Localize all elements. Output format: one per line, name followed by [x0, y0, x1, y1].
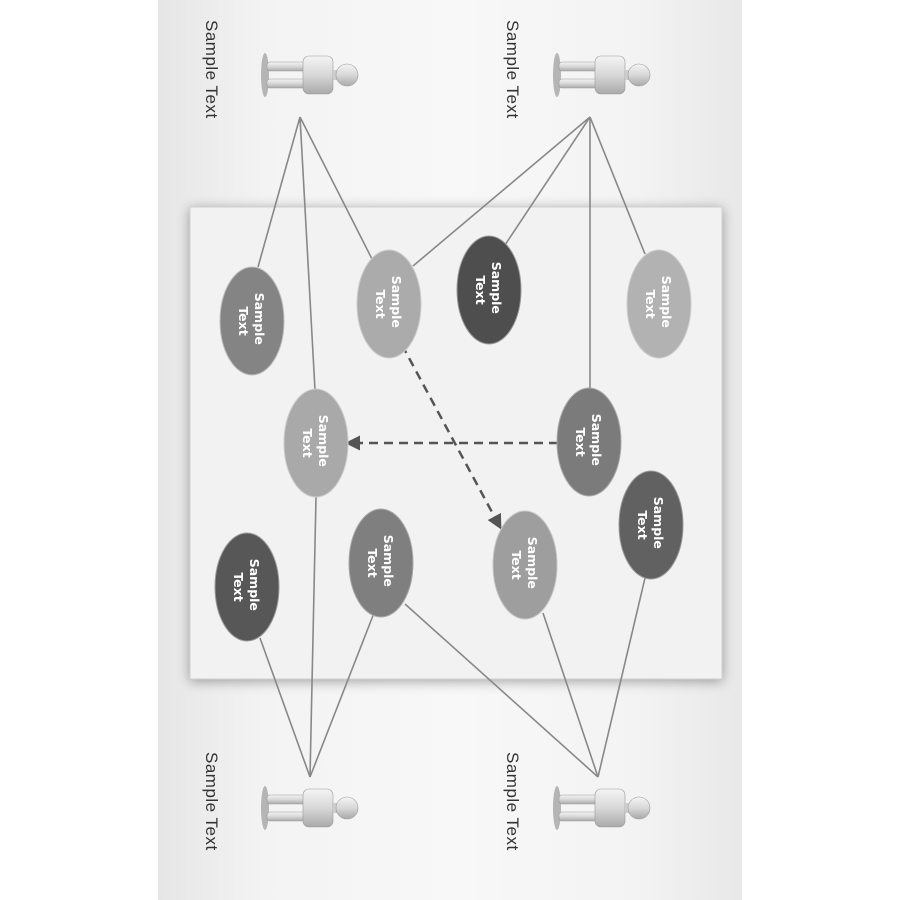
connector-line [309, 612, 375, 778]
oval-node: Sample Text [556, 387, 622, 497]
person-icon [553, 53, 651, 97]
oval-label: Text [573, 427, 588, 456]
oval-node: Sample Text [219, 266, 285, 376]
svg-text:Sample Text: Sample Text [373, 276, 404, 333]
svg-text:Sample Text: Sample Text [573, 414, 604, 471]
connector-line [597, 577, 646, 778]
person-label-bottom-left: Sample Text [202, 752, 221, 851]
oval-label: Sample [389, 276, 404, 328]
oval-label: Sample [489, 262, 504, 314]
svg-text:Sample Text: Sample Text [231, 559, 262, 616]
dashed-arrow [400, 344, 502, 530]
person-labels: Sample Text Sample Text Sample Text Samp… [202, 20, 522, 851]
svg-text:Sample Text: Sample Text [300, 415, 331, 472]
oval-label: Sample [659, 276, 674, 328]
person-label-top-left: Sample Text [202, 20, 221, 119]
svg-text:Sample Text: Sample Text [365, 535, 396, 592]
connector-line [412, 116, 591, 267]
person-icons [261, 53, 651, 830]
oval-label: Text [365, 548, 380, 577]
connector-line [309, 496, 317, 778]
oval-label: Sample [651, 497, 666, 549]
oval-node: Sample Text [356, 249, 422, 359]
connector-line [542, 612, 599, 778]
svg-text:Sample Text: Sample Text [236, 293, 267, 350]
connector-lines [257, 116, 646, 778]
oval-label: Text [509, 550, 524, 579]
oval-label: Text [373, 289, 388, 318]
svg-text:Sample Text: Sample Text [509, 537, 540, 594]
oval-node: Sample Text [618, 470, 684, 580]
connector-line [504, 116, 591, 246]
oval-node: Sample Text [626, 249, 692, 359]
connector-line [299, 116, 316, 391]
person-icon [261, 53, 359, 97]
connector-line [589, 116, 646, 255]
oval-node: Sample Text [214, 532, 280, 642]
svg-text:Sample Text: Sample Text [635, 497, 666, 554]
oval-label: Text [635, 510, 650, 539]
svg-text:Sample Text: Sample Text [473, 262, 504, 319]
oval-label: Sample [525, 537, 540, 589]
svg-text:Sample Text: Sample Text [643, 276, 674, 333]
oval-label: Text [643, 289, 658, 318]
oval-node: Sample Text [492, 510, 558, 620]
connector-line [299, 116, 373, 260]
oval-nodes: Sample Text Sample Text Sample Text [214, 235, 692, 642]
oval-label: Sample [252, 293, 267, 345]
oval-label: Sample [316, 415, 331, 467]
oval-label: Sample [247, 559, 262, 611]
oval-label: Sample [589, 414, 604, 466]
connector-line [257, 116, 301, 268]
oval-label: Text [473, 275, 488, 304]
oval-node: Sample Text [348, 508, 414, 618]
person-icon [261, 786, 359, 830]
person-icon [553, 786, 651, 830]
oval-node: Sample Text [283, 388, 349, 498]
connector-line [259, 637, 311, 778]
dashed-arrows [345, 344, 558, 530]
person-label-top-right: Sample Text [503, 20, 522, 119]
person-label-bottom-right: Sample Text [503, 752, 522, 851]
oval-label: Text [236, 306, 251, 335]
oval-label: Sample [381, 535, 396, 587]
oval-label: Text [300, 428, 315, 457]
connector-line [404, 603, 599, 778]
oval-node: Sample Text [456, 235, 522, 345]
oval-label: Text [231, 572, 246, 601]
